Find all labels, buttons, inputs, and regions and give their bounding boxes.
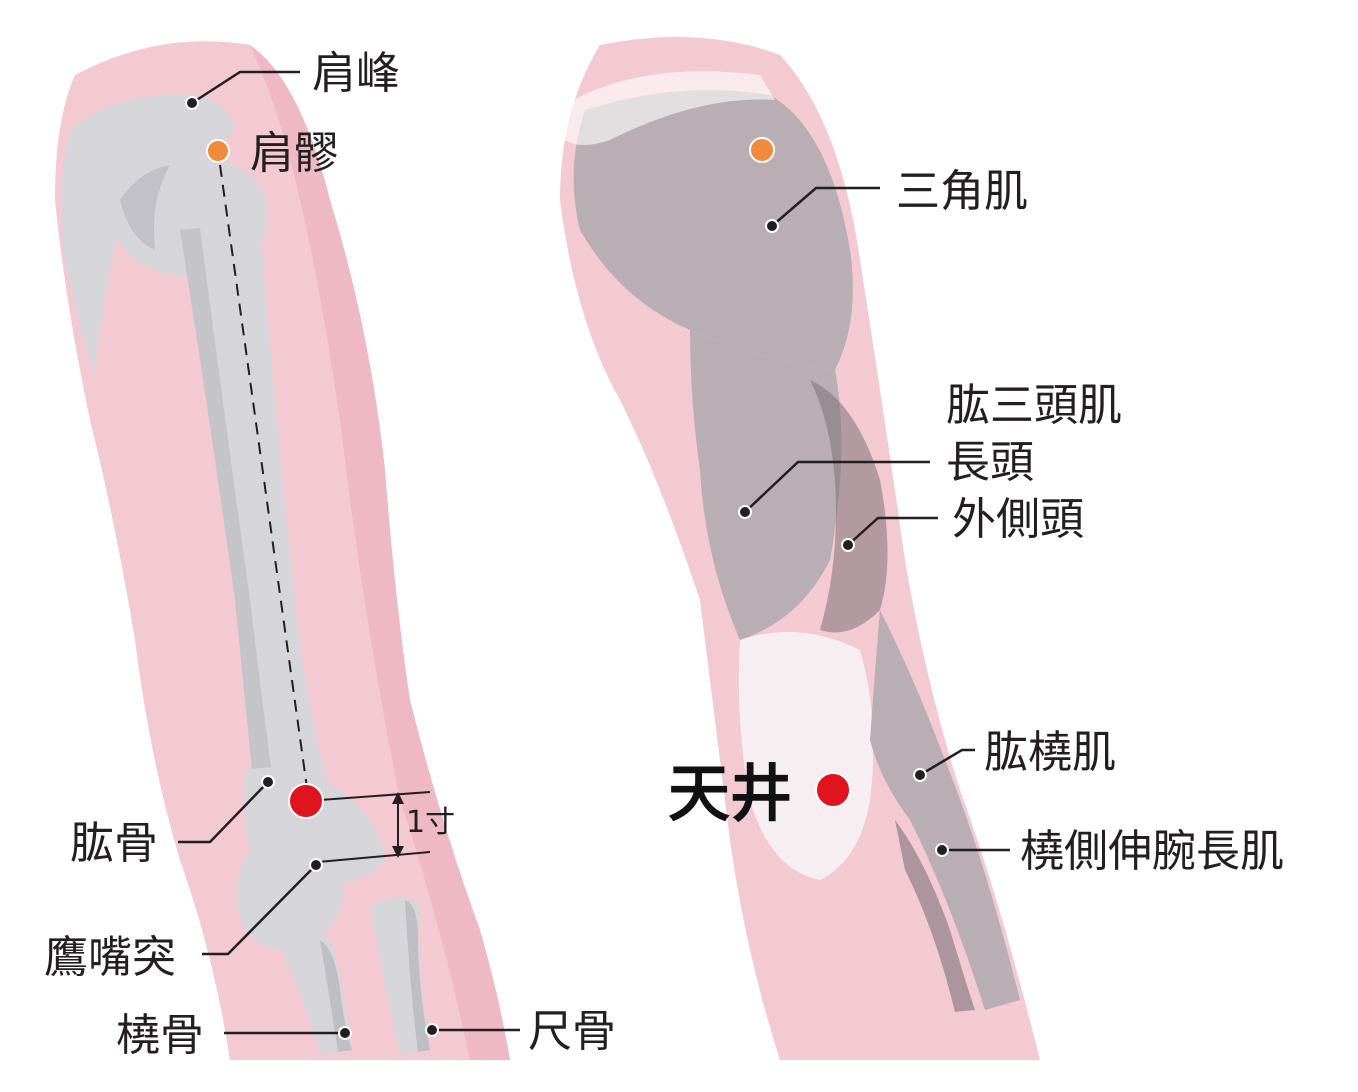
leader-deltoid — [771, 186, 880, 227]
radius-shadow — [320, 940, 352, 1052]
label-tianjing: 天井 — [668, 757, 792, 830]
black-dot-icon — [309, 858, 323, 872]
label-brachioradialis: 肱橈肌 — [984, 727, 1116, 778]
scapula-bone — [61, 94, 235, 380]
radius-bone — [280, 927, 352, 1055]
triceps-tendon — [738, 632, 874, 880]
black-dot-icon — [185, 96, 199, 110]
deltoid-muscle — [573, 90, 853, 370]
meridian-guide-line — [219, 164, 309, 796]
triceps-long-head — [690, 330, 842, 640]
label-long-head: 長頭 — [946, 437, 1034, 488]
red-dot-icon — [815, 772, 851, 808]
triceps-lateral-head — [810, 380, 888, 633]
label-acromion: 肩峰 — [312, 48, 400, 99]
right-arm-figure: 天井 三角肌 肱三頭肌 長頭 外側頭 肱橈肌 橈側伸腕長肌 — [560, 37, 1284, 1060]
humerus-shadow — [180, 228, 275, 800]
red-dot-icon — [288, 783, 324, 819]
left-arm-skin-shade — [250, 45, 510, 1060]
label-ecrl: 橈側伸腕長肌 — [1020, 826, 1284, 877]
label-olecranon: 鷹嘴突 — [44, 932, 176, 983]
leader-olecranon — [202, 864, 317, 956]
label-lateral-head: 外側頭 — [952, 494, 1084, 545]
forearm-shadow — [895, 820, 975, 1012]
black-dot-icon — [765, 219, 779, 233]
measure-arrow-head-up — [392, 792, 404, 804]
leader-brachioradialis — [919, 748, 975, 777]
leader-humerus — [178, 781, 269, 844]
label-radius: 橈骨 — [116, 1010, 204, 1061]
orange-dot-icon — [206, 139, 230, 163]
deltoid-highlight — [565, 71, 775, 145]
leader-long-head — [744, 460, 930, 513]
humeral-head-shadow — [120, 165, 170, 250]
black-dot-icon — [261, 775, 275, 789]
black-dot-icon — [738, 505, 752, 519]
label-ulna: 尺骨 — [528, 1006, 616, 1057]
measure-top-line — [319, 791, 431, 801]
label-deltoid: 三角肌 — [896, 166, 1028, 217]
black-dot-icon — [841, 538, 855, 552]
label-jianliao: 肩髎 — [250, 128, 338, 179]
label-humerus: 肱骨 — [70, 818, 158, 869]
left-arm-figure: 1寸 肩峰 肩髎 肱骨 鷹嘴突 橈骨 尺骨 — [44, 41, 616, 1061]
black-dot-icon — [935, 843, 949, 857]
measure-label: 1寸 — [406, 805, 455, 840]
measure-bottom-line — [317, 851, 431, 863]
leader-lateral-head — [847, 516, 938, 546]
label-triceps: 肱三頭肌 — [946, 380, 1122, 431]
forearm-muscles — [870, 610, 1020, 1010]
orange-dot-icon — [749, 137, 775, 163]
leader-acromion — [191, 70, 300, 105]
black-dot-icon — [425, 1023, 439, 1037]
ulna-bone — [370, 897, 430, 1055]
ulna-shadow — [405, 900, 430, 1052]
black-dot-icon — [913, 768, 927, 782]
humerus-bone — [180, 225, 330, 800]
measure-arrow-head-down — [392, 846, 404, 858]
black-dot-icon — [338, 1026, 352, 1040]
